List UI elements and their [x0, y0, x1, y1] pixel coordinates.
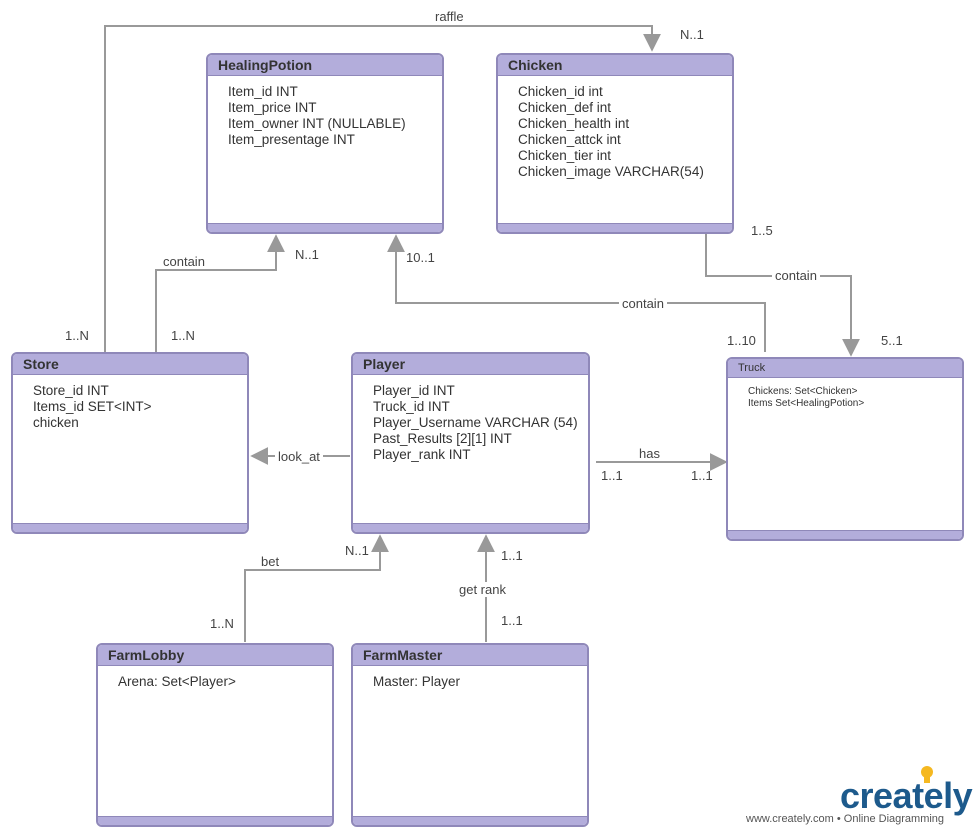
cardinality-bet-lobby: 1..N	[210, 616, 234, 631]
entity-title: Store	[13, 354, 247, 375]
field: Chicken_image VARCHAR(54)	[518, 164, 704, 179]
field: Items_id SET<INT>	[33, 399, 152, 414]
entity-footer	[353, 523, 588, 532]
field: Item_presentage INT	[228, 132, 355, 147]
field: Item_price INT	[228, 100, 317, 115]
relation-label-bet: bet	[258, 554, 283, 569]
entity-fields: Store_id INT Items_id SET<INT> chicken	[13, 375, 247, 431]
relation-label-truck-contain: contain	[619, 296, 667, 311]
bet-connector	[244, 534, 389, 642]
cardinality-rank-player: 1..1	[501, 548, 523, 563]
bulb-icon	[921, 766, 933, 783]
entity-title: Truck	[728, 359, 962, 378]
raffle-connector	[104, 25, 661, 352]
entity-title: FarmMaster	[353, 645, 587, 666]
field: Store_id INT	[33, 383, 109, 398]
field: Past_Results [2][1] INT	[373, 431, 512, 446]
entity-store[interactable]: Store Store_id INT Items_id SET<INT> chi…	[11, 352, 249, 534]
creately-footer: www.creately.com • Online Diagramming	[746, 813, 945, 825]
entity-fields: Item_id INT Item_price INT Item_owner IN…	[208, 76, 442, 148]
cardinality-store-contain-potion: N..1	[295, 247, 319, 262]
cardinality-has-player: 1..1	[601, 468, 623, 483]
entity-chicken[interactable]: Chicken Chicken_id int Chicken_def int C…	[496, 53, 734, 234]
cardinality-truck-contain-potion: 10..1	[406, 250, 435, 265]
field: Player_id INT	[373, 383, 455, 398]
entity-title: FarmLobby	[98, 645, 332, 666]
entity-fields: Arena: Set<Player>	[98, 666, 332, 690]
field: Master: Player	[373, 674, 461, 689]
relation-label-look-at: look_at	[275, 449, 323, 464]
entity-footer	[498, 223, 732, 232]
field: Chickens: Set<Chicken>	[748, 386, 858, 397]
cardinality-truck-contain-truck: 1..10	[727, 333, 756, 348]
cardinality-raffle-chicken: N..1	[680, 27, 704, 42]
field: Item_id INT	[228, 84, 298, 99]
entity-title: Player	[353, 354, 588, 375]
field: chicken	[33, 415, 79, 430]
entity-title: Chicken	[498, 55, 732, 76]
field: Chicken_tier int	[518, 148, 612, 163]
relation-label-has: has	[636, 446, 663, 461]
relation-label-get-rank: get rank	[456, 582, 509, 597]
entity-fields: Chicken_id int Chicken_def int Chicken_h…	[498, 76, 732, 180]
field: Truck_id INT	[373, 399, 450, 414]
entity-footer	[98, 816, 332, 825]
field: Chicken_attck int	[518, 132, 621, 147]
field: Arena: Set<Player>	[118, 674, 236, 689]
field: Player_Username VARCHAR (54)	[373, 415, 578, 430]
field: Player_rank INT	[373, 447, 471, 462]
relation-label-chicken-contain: contain	[772, 268, 820, 283]
cardinality-bet-player: N..1	[345, 543, 369, 558]
cardinality-chicken-contain-truck: 5..1	[881, 333, 903, 348]
entity-footer	[353, 816, 587, 825]
entity-truck[interactable]: Truck Chickens: Set<Chicken> Items Set<H…	[726, 357, 964, 541]
entity-player[interactable]: Player Player_id INT Truck_id INT Player…	[351, 352, 590, 534]
entity-fields: Master: Player	[353, 666, 587, 690]
cardinality-raffle-store: 1..N	[65, 328, 89, 343]
entity-fields: Player_id INT Truck_id INT Player_Userna…	[353, 375, 588, 463]
entity-footer	[13, 523, 247, 532]
field: Items Set<HealingPotion>	[748, 398, 865, 409]
relation-label-raffle: raffle	[432, 9, 467, 24]
store-contain-connector	[155, 234, 285, 352]
truck-potion-contain-connector	[387, 234, 766, 352]
cardinality-rank-master: 1..1	[501, 613, 523, 628]
entity-farmlobby[interactable]: FarmLobby Arena: Set<Player>	[96, 643, 334, 827]
cardinality-has-truck: 1..1	[691, 468, 713, 483]
entity-fields: Chickens: Set<Chicken> Items Set<Healing…	[728, 378, 962, 410]
entity-healingpotion[interactable]: HealingPotion Item_id INT Item_price INT…	[206, 53, 444, 234]
relation-label-store-contain: contain	[160, 254, 208, 269]
entity-footer	[208, 223, 442, 232]
entity-footer	[728, 530, 962, 539]
field: Chicken_def int	[518, 100, 612, 115]
entity-title: HealingPotion	[208, 55, 442, 76]
creately-logo: creately	[840, 775, 973, 816]
field: Chicken_id int	[518, 84, 603, 99]
cardinality-store-contain-store: 1..N	[171, 328, 195, 343]
field: Item_owner INT (NULLABLE)	[228, 116, 406, 131]
cardinality-chicken-contain-chicken: 1..5	[751, 223, 773, 238]
field: Chicken_health int	[518, 116, 630, 131]
entity-farmmaster[interactable]: FarmMaster Master: Player	[351, 643, 589, 827]
